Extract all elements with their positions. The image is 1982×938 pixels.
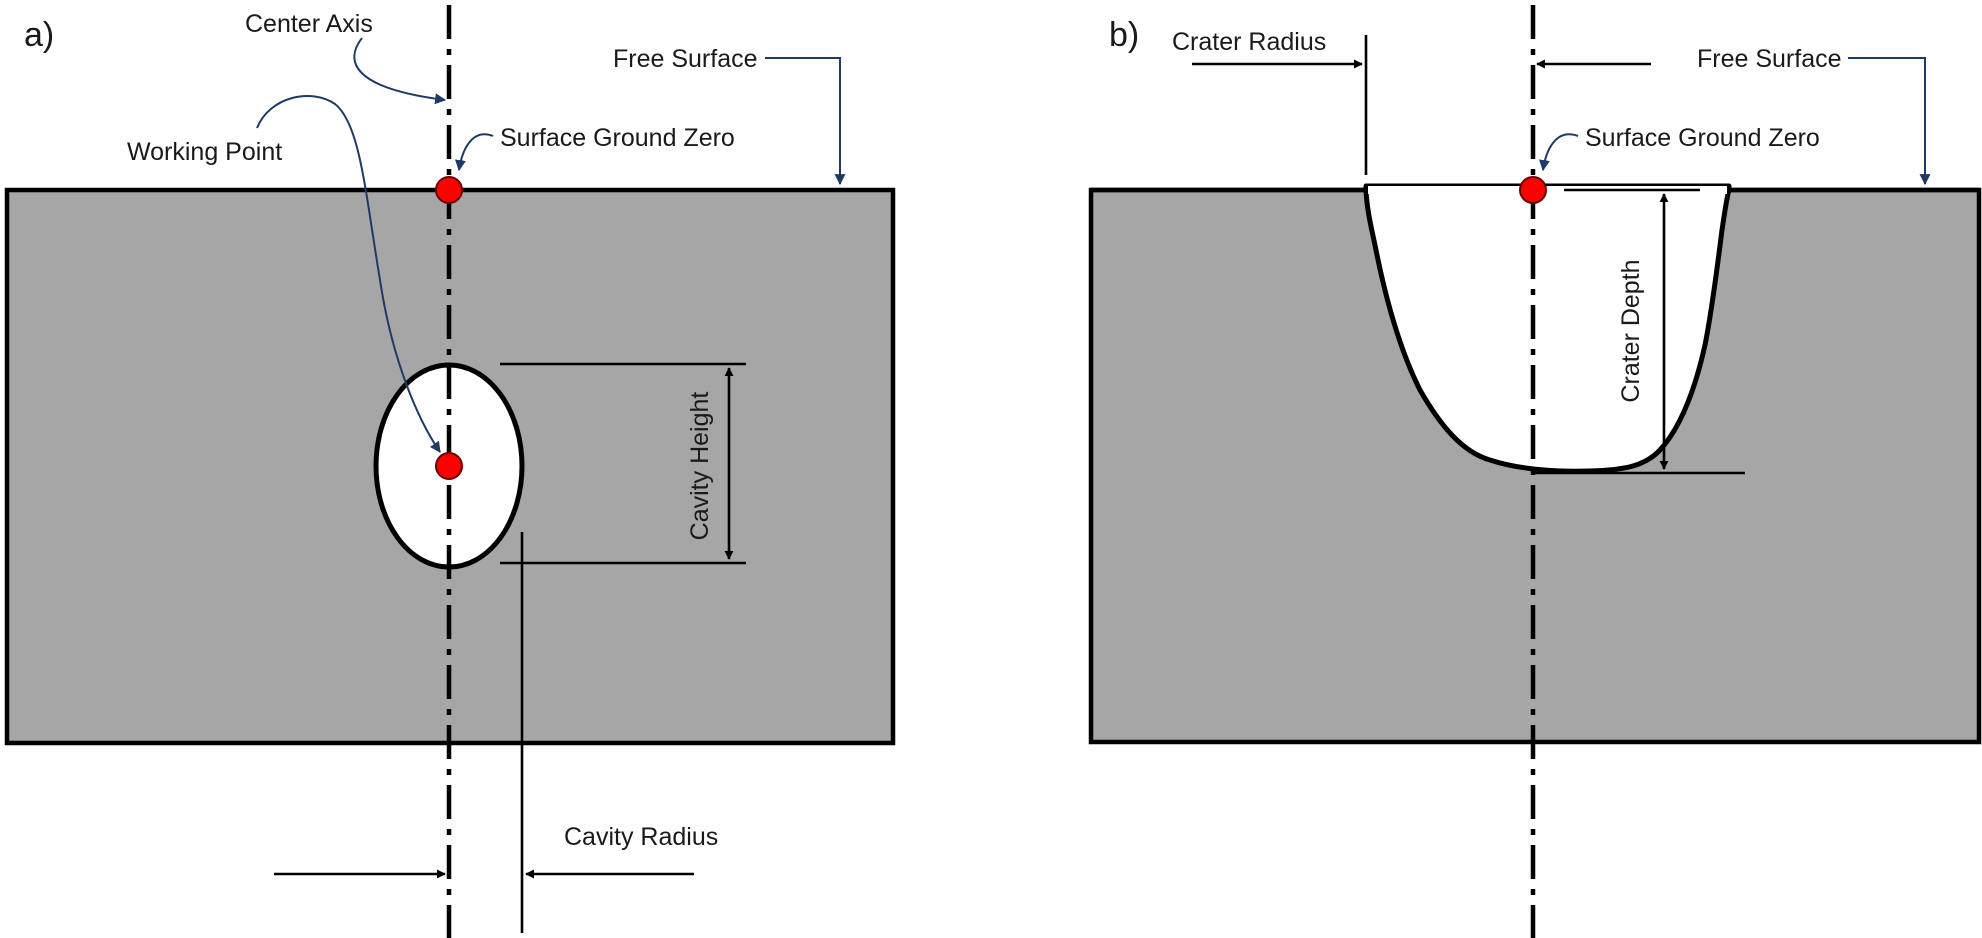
free-surface-callout-a bbox=[765, 57, 846, 186]
free-surface-label-a: Free Surface bbox=[613, 45, 758, 73]
surface-ground-zero-label-b: Surface Ground Zero bbox=[1585, 124, 1820, 152]
working-point-marker bbox=[435, 452, 463, 480]
surface-ground-zero-point-a bbox=[435, 176, 463, 204]
surface-ground-zero-callout-a bbox=[455, 133, 494, 172]
panel-b-label: b) bbox=[1109, 16, 1139, 54]
center-axis-label: Center Axis bbox=[245, 10, 373, 38]
surface-ground-zero-label-a: Surface Ground Zero bbox=[500, 124, 735, 152]
working-point-callout bbox=[256, 95, 441, 453]
free-surface-label-b: Free Surface bbox=[1697, 45, 1842, 73]
crater-depth-label: Crater Depth bbox=[1617, 259, 1645, 402]
crater bbox=[1363, 183, 1732, 474]
surface-ground-zero-point-b bbox=[1519, 176, 1547, 204]
crater-opening-mask bbox=[1368, 186, 1727, 194]
panel-a-label: a) bbox=[24, 16, 54, 54]
cavity-height-label: Cavity Height bbox=[686, 392, 714, 541]
free-surface-callout-b bbox=[1848, 57, 1931, 186]
surface-ground-zero-callout-b bbox=[1539, 133, 1579, 172]
panel-a: a) Cavity Height Cavity Radius Center Ax… bbox=[4, 5, 896, 938]
cavity-radius-label: Cavity Radius bbox=[564, 823, 718, 851]
panel-b: b) Crater Radius Crater Depth Free Surfa… bbox=[1088, 5, 1982, 938]
crater-radius-label: Crater Radius bbox=[1172, 28, 1326, 56]
center-axis-callout bbox=[353, 37, 447, 105]
working-point-label: Working Point bbox=[127, 138, 282, 166]
